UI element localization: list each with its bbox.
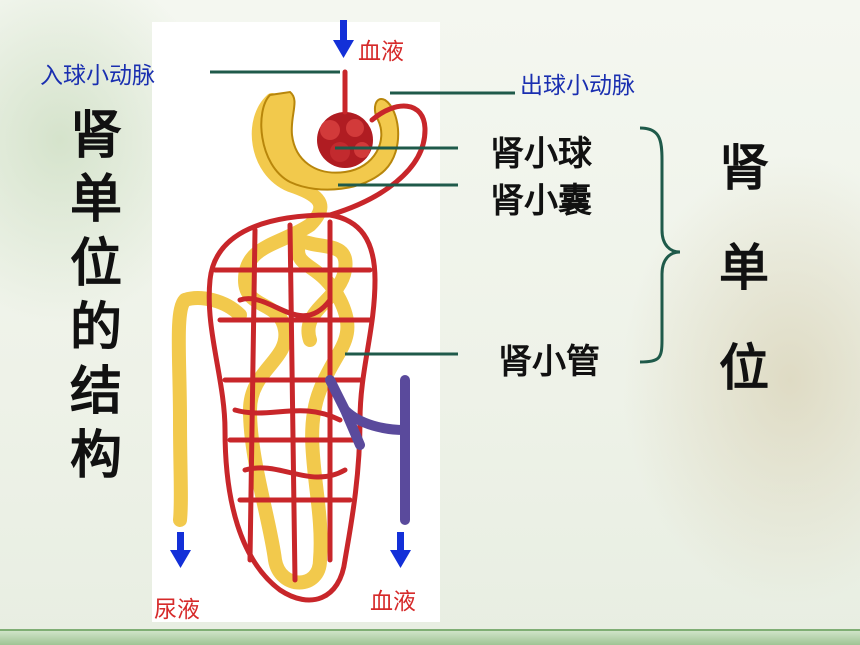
footer-bar [0,631,860,645]
left-title-char: 肾 [69,106,122,166]
left-title-char: 构 [69,426,122,486]
leader-lines [210,70,515,356]
left-title-char: 位 [69,234,122,294]
bracket [639,126,681,364]
afferent-arteriole-label: 入球小动脉 [40,63,155,89]
blood-in-label: 血液 [358,39,404,65]
blood-out-label: 血液 [370,589,416,615]
left-vertical-title: 肾 单 位 的 结 构 [66,104,126,488]
left-title-char: 的 [69,298,122,358]
urine-out-label: 尿液 [154,597,200,623]
efferent-arteriole-label: 出球小动脉 [520,73,635,99]
urine-out-arrow [170,532,191,568]
glomerulus-label: 肾小球 [490,134,592,174]
right-vertical-title: 肾 单 位 [712,118,776,418]
bowman-capsule-shape [260,90,400,191]
capillary-network [206,69,428,603]
right-title-char: 肾 [719,139,769,197]
glomerulus-shape [317,112,373,168]
right-title-char: 单 [719,239,769,297]
left-title-char: 结 [69,362,122,422]
left-title-char: 单 [69,170,122,230]
renal-tubule-label: 肾小管 [498,342,600,382]
right-title-char: 位 [719,339,769,397]
vein-shape [325,375,410,525]
blood-out-arrow [390,532,411,568]
footer-line [0,629,860,631]
bowman-capsule-label: 肾小囊 [490,181,592,221]
blood-in-arrow [333,20,354,58]
